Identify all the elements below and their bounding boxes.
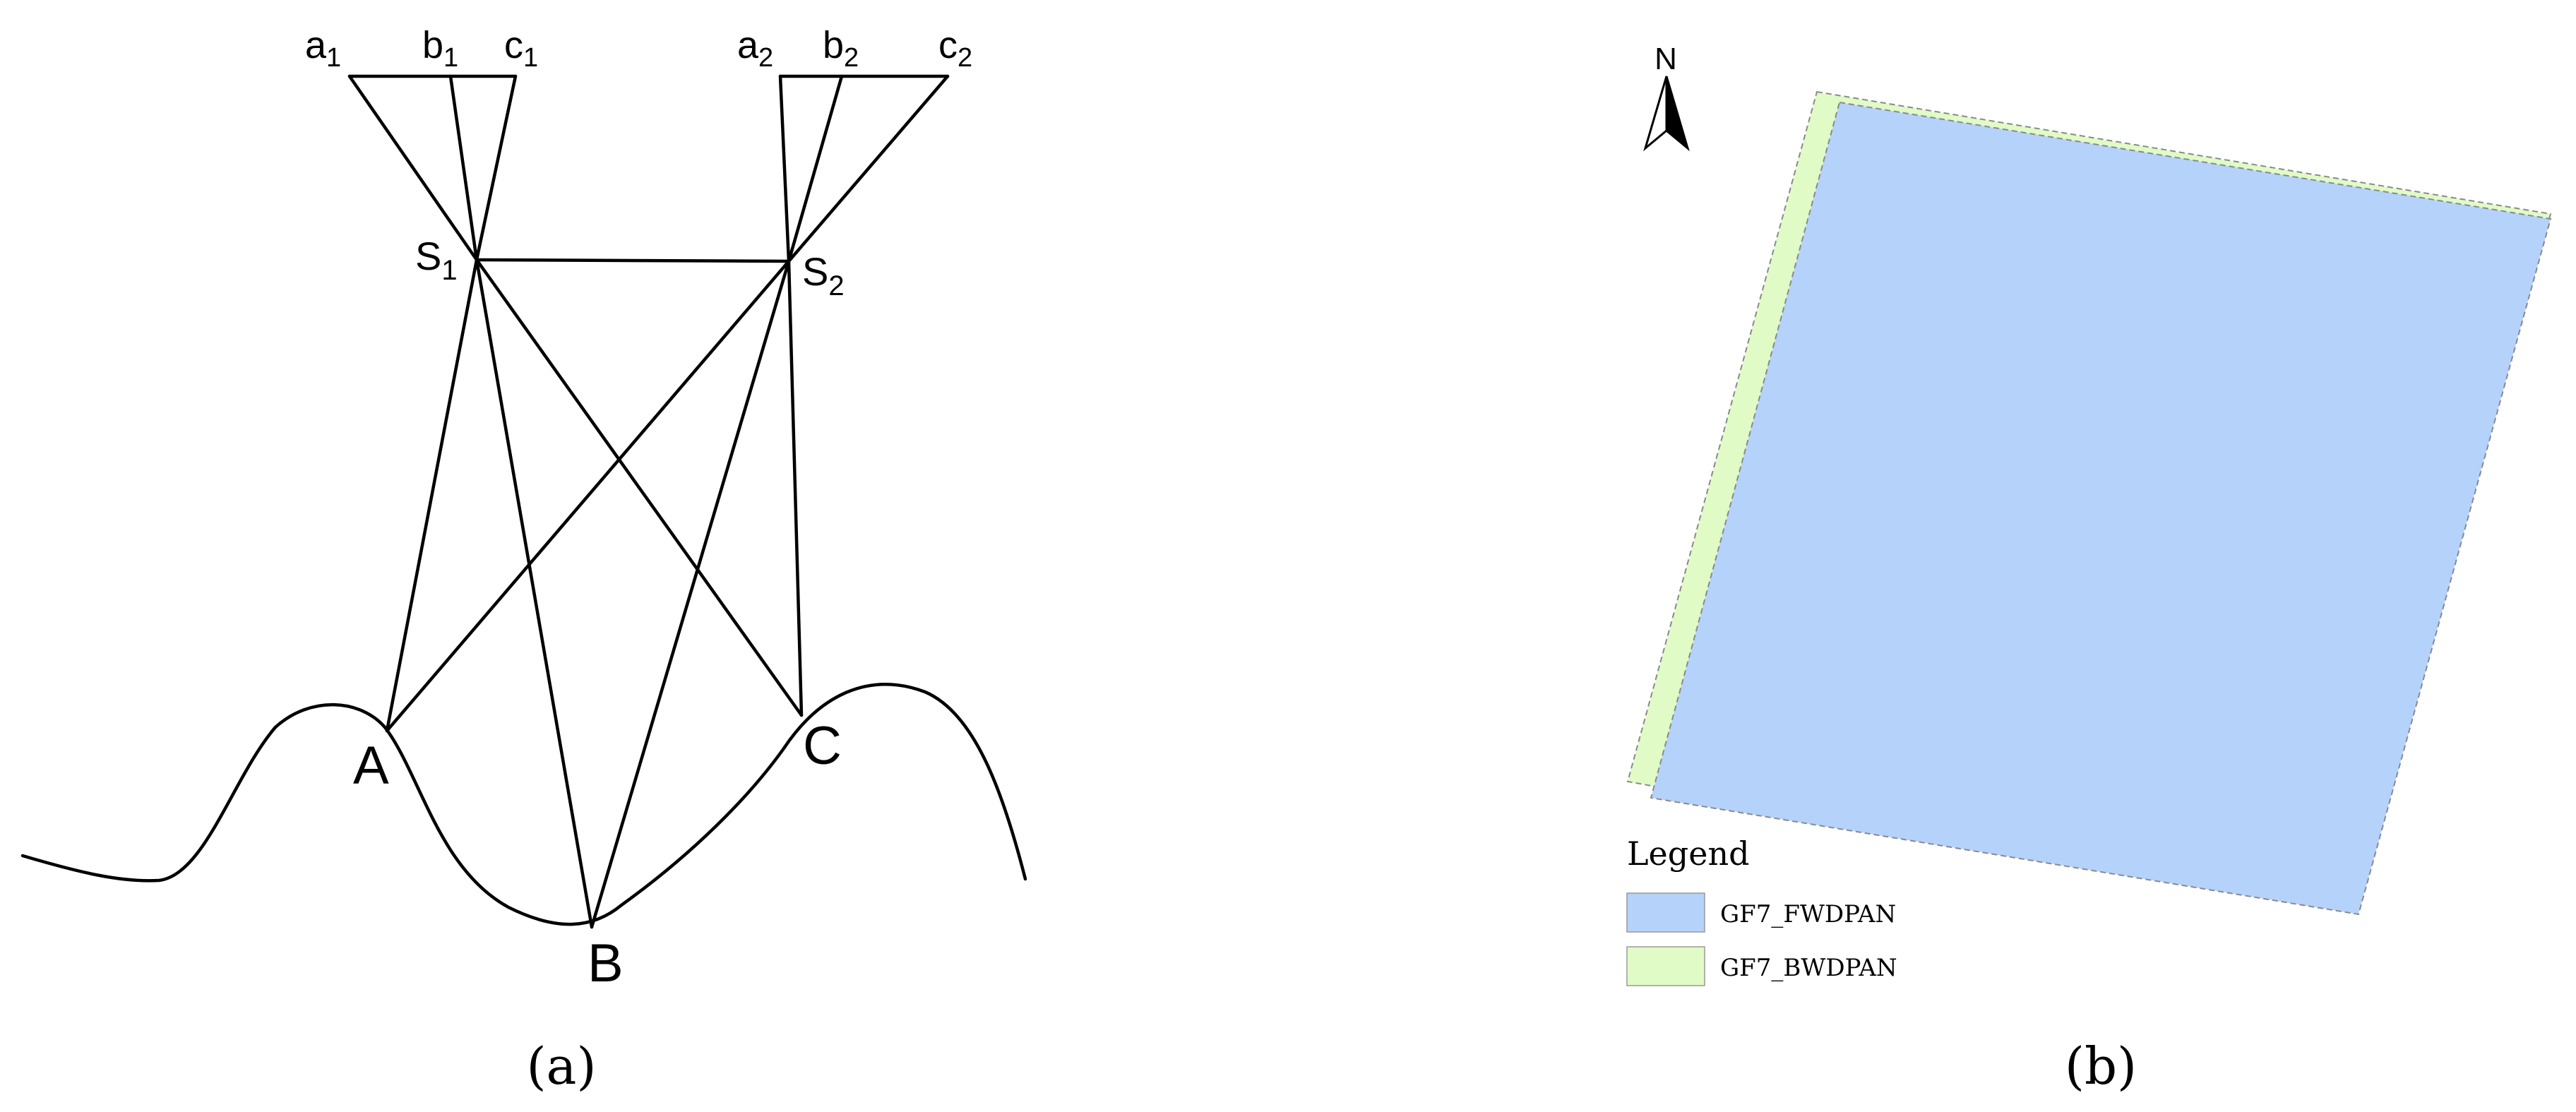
ray-s1-A xyxy=(385,258,479,733)
ray-s2-A xyxy=(385,259,791,733)
north-label: N xyxy=(1654,42,1677,76)
panel-b-coverage-map: N Legend GF7_FWDPAN GF7_BWDPAN (b) xyxy=(1626,42,2552,1096)
legend-swatch-fwdpan xyxy=(1626,892,1705,933)
ray-c1-s1 xyxy=(475,74,518,262)
label-s2: S2 xyxy=(802,249,845,301)
label-a1: a1 xyxy=(305,24,341,73)
ray-c2-s2 xyxy=(787,74,950,263)
label-a2: a2 xyxy=(737,24,773,73)
ray-a1-s1 xyxy=(347,74,479,262)
baseline-s1-s2 xyxy=(475,258,791,263)
panel-a-stereo-diagram: a1 b1 c1 a2 b2 c2 S1 S2 A B C (a) xyxy=(20,24,1027,1096)
legend-label-bwdpan: GF7_BWDPAN xyxy=(1720,954,1897,982)
legend-swatch-bwdpan xyxy=(1626,946,1705,986)
ray-a2-s2 xyxy=(778,74,791,263)
label-A: A xyxy=(353,736,389,796)
legend: Legend GF7_FWDPAN GF7_BWDPAN xyxy=(1626,835,1897,986)
north-arrow-icon: N xyxy=(1643,42,1690,152)
legend-label-fwdpan: GF7_FWDPAN xyxy=(1720,900,1896,928)
ray-s1-B xyxy=(475,258,594,929)
ray-b2-s2 xyxy=(787,74,844,263)
caption-b: (b) xyxy=(2065,1036,2137,1096)
caption-a: (a) xyxy=(526,1036,596,1096)
terrain-profile xyxy=(20,683,1027,926)
label-C: C xyxy=(803,716,842,776)
label-s1: S1 xyxy=(415,234,458,286)
footprint-gf7-fwdpan xyxy=(1650,101,2552,916)
label-c1: c1 xyxy=(504,24,538,73)
legend-title: Legend xyxy=(1627,835,1750,873)
ray-b1-s1 xyxy=(448,74,479,262)
label-b2: b2 xyxy=(823,24,859,73)
label-c2: c2 xyxy=(938,24,972,73)
label-b1: b1 xyxy=(422,24,458,73)
ray-s2-C xyxy=(787,259,804,717)
ray-s1-C xyxy=(475,258,804,717)
ray-s2-B xyxy=(590,259,791,929)
label-B: B xyxy=(588,933,624,993)
